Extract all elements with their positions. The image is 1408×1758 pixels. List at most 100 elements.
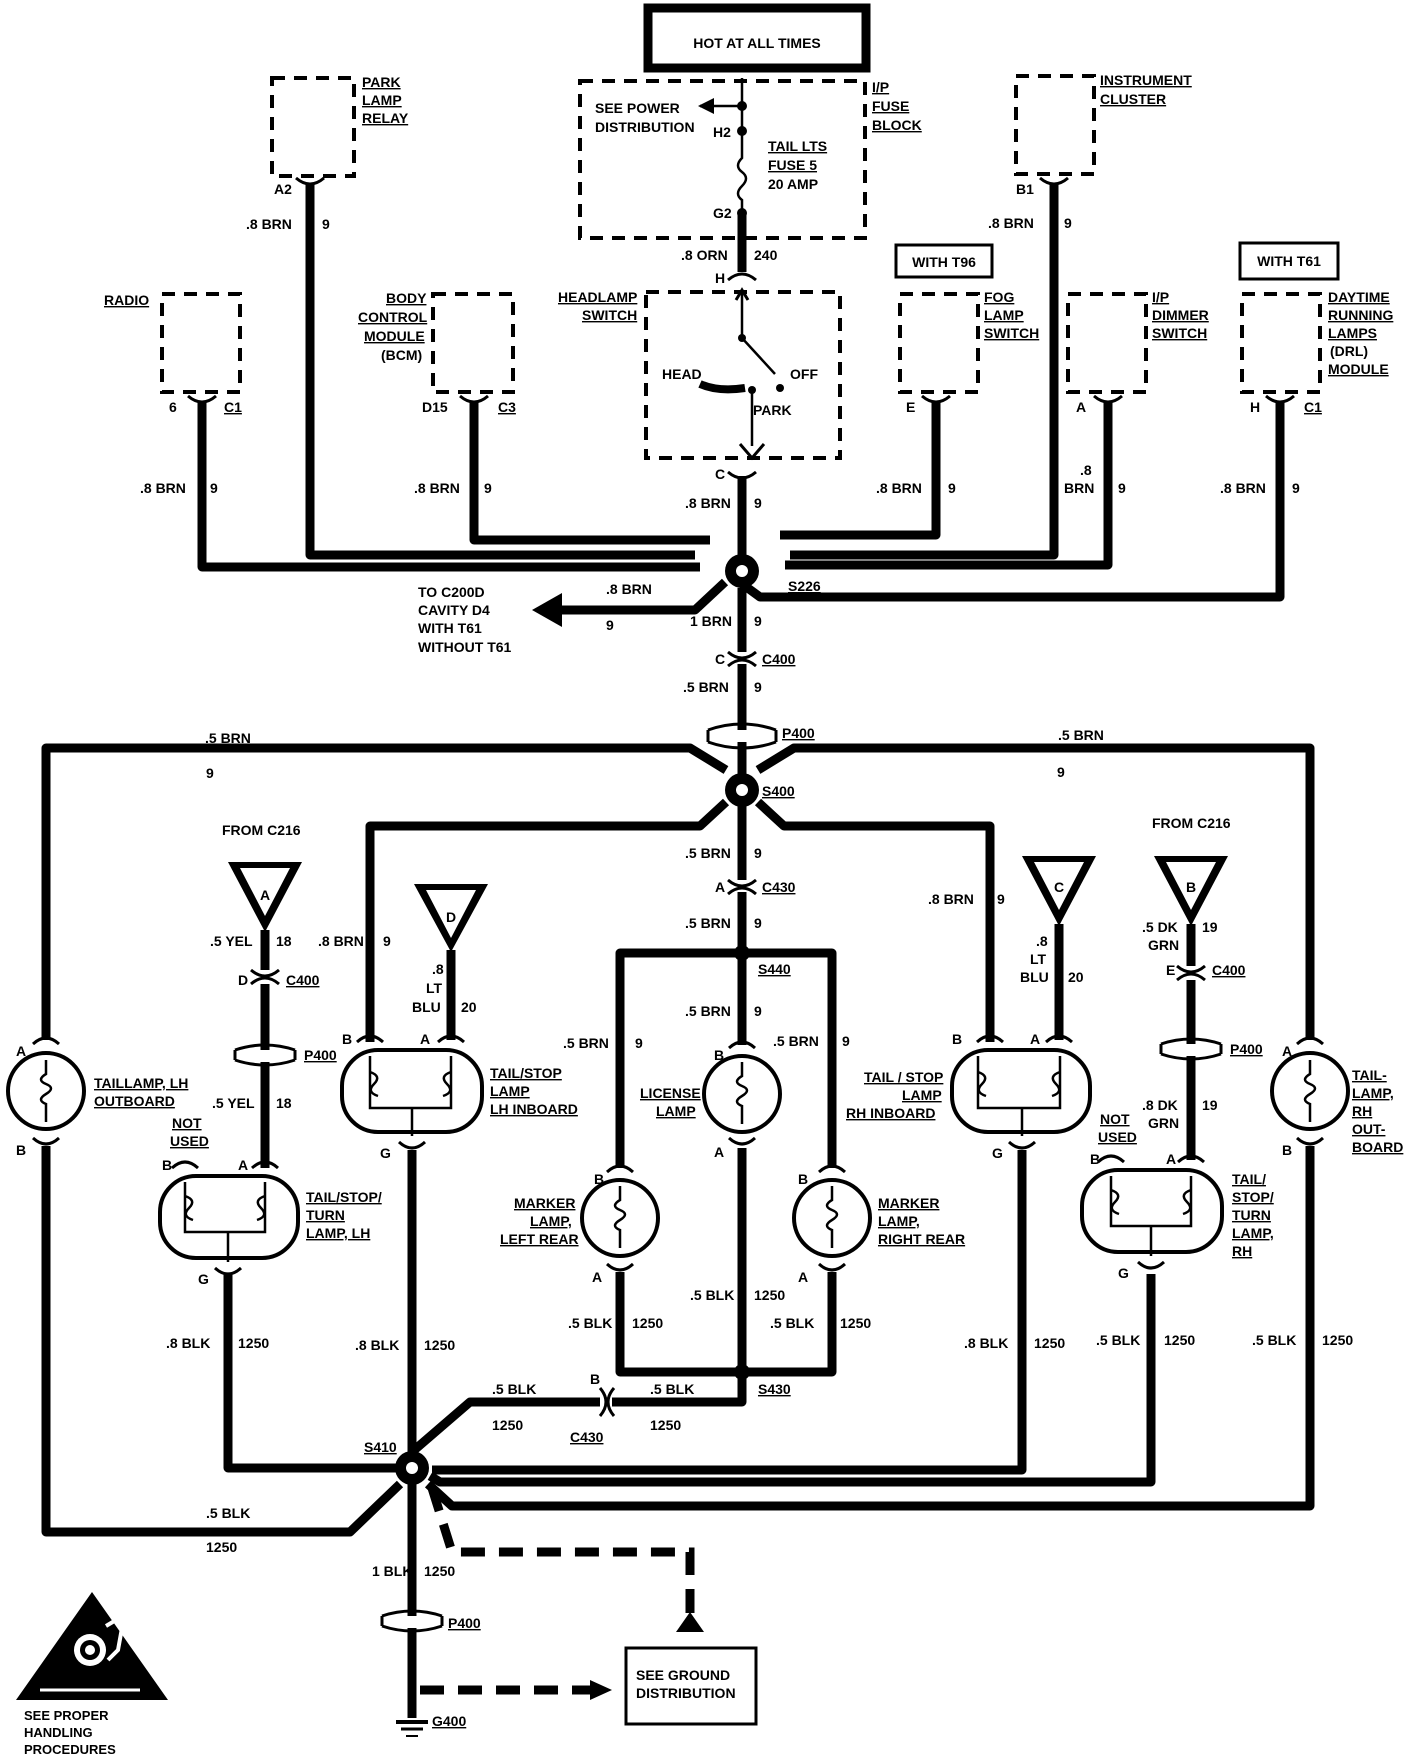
- svg-text:LAMP,: LAMP,: [1232, 1225, 1274, 1241]
- svg-text:GRN: GRN: [1148, 1115, 1179, 1131]
- svg-text:.5 BRN: .5 BRN: [685, 915, 731, 931]
- svg-text:C400: C400: [1212, 962, 1246, 978]
- svg-text:9: 9: [1064, 215, 1072, 231]
- svg-text:1250: 1250: [632, 1315, 663, 1331]
- svg-text:9: 9: [754, 679, 762, 695]
- splice-s440: S440: [734, 945, 791, 977]
- svg-text:P400: P400: [782, 725, 815, 741]
- connector-d-triangle: D: [414, 884, 488, 952]
- svg-text:.5 BLK: .5 BLK: [650, 1381, 694, 1397]
- svg-text:HOT AT ALL TIMES: HOT AT ALL TIMES: [693, 35, 821, 51]
- svg-text:CLUSTER: CLUSTER: [1100, 91, 1166, 107]
- svg-text:H2: H2: [713, 124, 731, 140]
- svg-text:1250: 1250: [840, 1315, 871, 1331]
- svg-text:18: 18: [276, 1095, 292, 1111]
- svg-text:D: D: [446, 909, 456, 925]
- svg-text:1250: 1250: [1164, 1332, 1195, 1348]
- svg-text:.8 BRN: .8 BRN: [414, 480, 460, 496]
- svg-text:G: G: [198, 1271, 209, 1287]
- svg-text:1250: 1250: [1322, 1332, 1353, 1348]
- svg-text:RIGHT REAR: RIGHT REAR: [878, 1231, 965, 1247]
- ip-fuse-block: SEE POWER DISTRIBUTION H2 G2 TAIL LTS FU…: [578, 78, 922, 240]
- svg-text:LH INBOARD: LH INBOARD: [490, 1101, 578, 1117]
- svg-text:PARK: PARK: [362, 74, 401, 90]
- park-lamp-relay: PARK LAMP RELAY A2: [270, 74, 409, 197]
- svg-text:.5 BLK: .5 BLK: [770, 1315, 814, 1331]
- connector-a-triangle: A: [228, 862, 302, 932]
- license-lamp: B A LICENSE LAMP: [640, 1040, 782, 1160]
- svg-text:(DRL): (DRL): [1330, 343, 1368, 359]
- svg-text:9: 9: [754, 845, 762, 861]
- svg-text:RH: RH: [1352, 1103, 1372, 1119]
- svg-text:240: 240: [754, 247, 778, 263]
- svg-text:S430: S430: [758, 1381, 791, 1397]
- grommet-p400-ground: P400: [380, 1609, 481, 1633]
- svg-text:G400: G400: [432, 1713, 466, 1729]
- svg-text:LAMP, LH: LAMP, LH: [306, 1225, 370, 1241]
- svg-text:NOT: NOT: [172, 1115, 202, 1131]
- connector-c430-b: B C430: [570, 1371, 616, 1445]
- svg-text:I/P: I/P: [872, 79, 889, 95]
- svg-text:TAIL / STOP: TAIL / STOP: [864, 1069, 943, 1085]
- svg-text:S226: S226: [788, 578, 821, 594]
- svg-text:.5 BRN: .5 BRN: [563, 1035, 609, 1051]
- connector-b-triangle: B: [1154, 856, 1228, 926]
- svg-text:B: B: [1282, 1142, 1292, 1158]
- svg-text:WITH T96: WITH T96: [912, 254, 976, 270]
- svg-text:USED: USED: [170, 1133, 209, 1149]
- svg-text:B: B: [162, 1157, 172, 1173]
- svg-text:A: A: [715, 879, 725, 895]
- svg-text:C3: C3: [498, 399, 516, 415]
- svg-text:9: 9: [754, 915, 762, 931]
- svg-text:PARK: PARK: [753, 402, 792, 418]
- svg-text:NOT: NOT: [1100, 1111, 1130, 1127]
- svg-text:.8 BRN: .8 BRN: [876, 480, 922, 496]
- svg-text:A: A: [798, 1269, 808, 1285]
- svg-text:20: 20: [1068, 969, 1084, 985]
- connector-c400: C C400: [715, 650, 796, 668]
- taillamp-lh-outboard: A B TAILLAMP, LH OUTBOARD: [6, 1036, 188, 1158]
- svg-text:P400: P400: [304, 1047, 337, 1063]
- body-control-module: BODY CONTROL MODULE (BCM) D15 C3: [358, 290, 516, 415]
- svg-text:C: C: [715, 651, 725, 667]
- svg-text:A: A: [1166, 1151, 1176, 1167]
- svg-text:1250: 1250: [206, 1539, 237, 1555]
- svg-text:1250: 1250: [238, 1335, 269, 1351]
- svg-text:.8 BLK: .8 BLK: [355, 1337, 399, 1353]
- svg-text:LAMPS: LAMPS: [1328, 325, 1377, 341]
- svg-text:RUNNING: RUNNING: [1328, 307, 1393, 323]
- svg-text:G: G: [380, 1145, 391, 1161]
- svg-text:9: 9: [948, 480, 956, 496]
- svg-text:TURN: TURN: [306, 1207, 345, 1223]
- grommet-p400-rh: P400: [1159, 1037, 1263, 1061]
- svg-text:9: 9: [997, 891, 1005, 907]
- svg-text:LT: LT: [426, 980, 443, 996]
- svg-text:.5 YEL: .5 YEL: [212, 1095, 255, 1111]
- svg-text:B: B: [714, 1047, 724, 1063]
- radio: RADIO 6 C1: [104, 292, 242, 415]
- svg-text:9: 9: [1118, 480, 1126, 496]
- svg-text:9: 9: [635, 1035, 643, 1051]
- svg-text:.8 BRN: .8 BRN: [140, 480, 186, 496]
- svg-text:1 BRN: 1 BRN: [690, 613, 732, 629]
- svg-text:S400: S400: [762, 783, 795, 799]
- svg-text:TAIL-: TAIL-: [1352, 1067, 1387, 1083]
- svg-text:9: 9: [754, 613, 762, 629]
- svg-text:G2: G2: [713, 205, 732, 221]
- svg-text:1250: 1250: [650, 1417, 681, 1433]
- connector-c430-a: A C430: [715, 878, 796, 896]
- svg-text:1 BLK: 1 BLK: [372, 1563, 412, 1579]
- svg-text:TAILLAMP, LH: TAILLAMP, LH: [94, 1075, 188, 1091]
- svg-text:BRN: BRN: [1064, 480, 1094, 496]
- svg-text:.5 BRN: .5 BRN: [773, 1033, 819, 1049]
- svg-text:.8 DK: .8 DK: [1142, 1097, 1178, 1113]
- svg-text:B: B: [798, 1171, 808, 1187]
- svg-text:B: B: [952, 1031, 962, 1047]
- svg-text:SEE PROPER: SEE PROPER: [24, 1708, 109, 1723]
- svg-text:HEAD: HEAD: [662, 366, 702, 382]
- svg-text:.5 BLK: .5 BLK: [1096, 1332, 1140, 1348]
- svg-text:TURN: TURN: [1232, 1207, 1271, 1223]
- svg-text:A: A: [1030, 1031, 1040, 1047]
- svg-text:WITH T61: WITH T61: [418, 620, 482, 636]
- svg-text:19: 19: [1202, 919, 1218, 935]
